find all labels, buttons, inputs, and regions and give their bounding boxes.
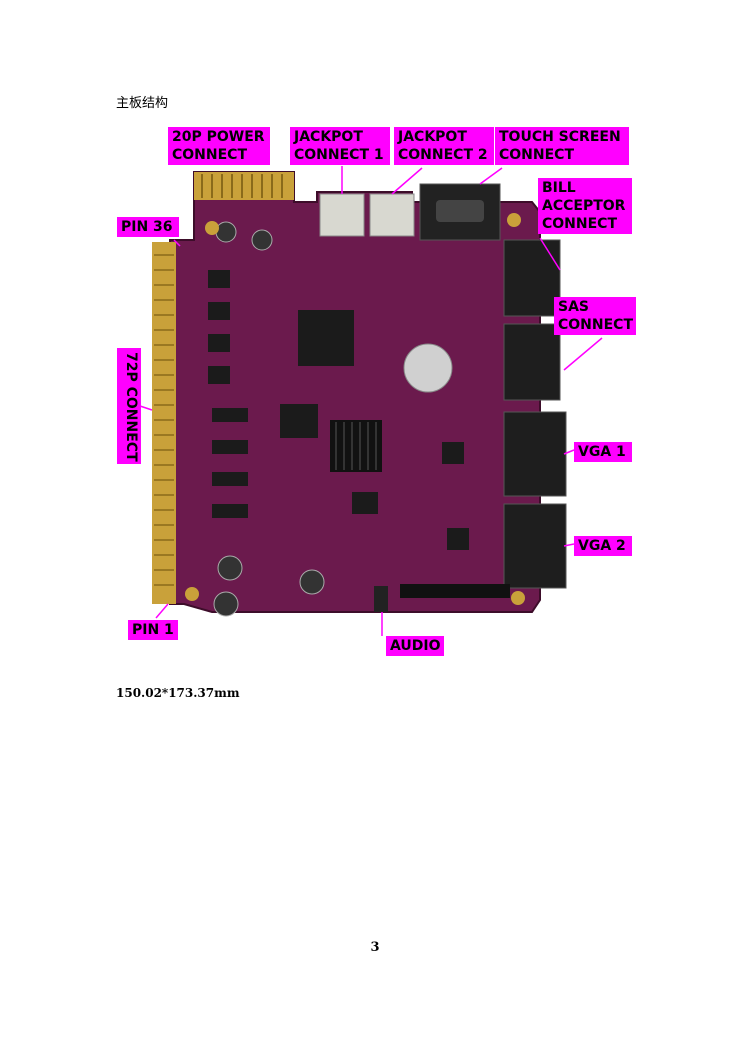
label-vga-1: VGA 1: [574, 442, 632, 462]
label-pin-36: PIN 36: [117, 217, 179, 237]
jackpot-1-port: [319, 193, 365, 237]
section-heading: 主板结构: [116, 96, 169, 111]
vga-2-port: [503, 503, 567, 589]
label-vga-2: VGA 2: [574, 536, 632, 556]
mainboard-figure: [112, 120, 637, 660]
bottom-header: [400, 584, 510, 598]
mainboard-photo: [139, 166, 603, 636]
power-edge-connector: [194, 172, 294, 200]
ic-array: [208, 270, 248, 518]
sas-port: [503, 323, 561, 401]
vga-1-port: [503, 411, 567, 497]
label-leader-lines: [139, 166, 603, 636]
label-pin-1: PIN 1: [128, 620, 178, 640]
cpu-chip: [298, 310, 354, 366]
board-dimensions: 150.02*173.37mm: [116, 686, 240, 700]
bill-acceptor-port: [503, 239, 561, 317]
label-72p-connect: 72P CONNECT: [117, 348, 141, 464]
heatsink: [330, 420, 382, 472]
mounting-holes: [185, 213, 525, 605]
audio-jack: [374, 586, 388, 612]
edge-connector-72p: [152, 242, 176, 604]
jackpot-2-port: [369, 193, 415, 237]
coin-battery: [403, 343, 453, 393]
capacitors: [213, 221, 325, 617]
label-audio: AUDIO: [386, 636, 444, 656]
fpga-chip: [280, 404, 318, 438]
page-number: 3: [370, 940, 380, 955]
